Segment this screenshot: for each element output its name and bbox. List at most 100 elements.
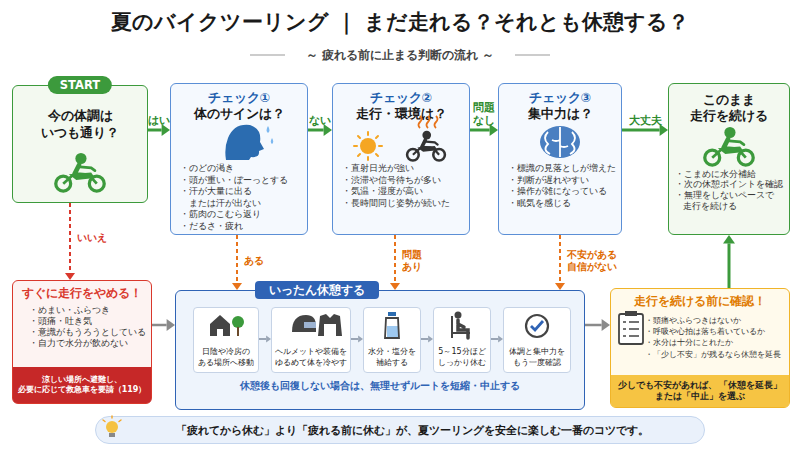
bullet-item: ・水分は十分にとれたか	[611, 337, 789, 348]
connector-line	[491, 338, 498, 340]
check-box: チェック①体のサインは？・のどの渇き・頭が重い・ぼーっとする・汗が大量に出る ま…	[170, 83, 308, 235]
tab-label: START	[48, 76, 112, 94]
edge-label: ある	[244, 255, 264, 267]
result-heading: このまま 走行を続ける	[669, 92, 789, 125]
caption-text: 「疲れてから休む」より「疲れる前に休む」が、夏ツーリングを安全に楽しむ一番のコツ…	[176, 423, 649, 438]
bullet-item: ・判断が遅れやすい	[499, 175, 621, 187]
connector-line	[470, 129, 490, 132]
bullet-item: ・だるさ・疲れ	[171, 221, 307, 233]
bullet-item: ・呼吸や心拍は落ち着いているか	[611, 326, 789, 337]
connector	[259, 336, 271, 343]
edge-label: ない	[309, 114, 331, 127]
connector-line	[152, 324, 167, 327]
edge-label: 問題 あり	[402, 249, 428, 273]
bullet-item: ・渋滞や信号待ちが多い	[333, 175, 469, 187]
connector	[390, 235, 400, 290]
bullet-item: ・自力で水分が飲めない	[13, 338, 151, 349]
arrow-head	[358, 336, 363, 343]
connector	[65, 203, 75, 280]
bullet-item: ・めまい・ふらつき	[13, 305, 151, 316]
band-text: 涼しい場所へ避難し、 必要に応じて救急車を要請（119）	[16, 375, 148, 396]
arrow-head	[428, 336, 433, 343]
check-heading: チェック③	[499, 90, 621, 106]
spacer	[333, 123, 469, 163]
spacer	[171, 123, 307, 163]
arrow-head	[602, 319, 610, 331]
result-box: このまま 走行を続ける・こまめに水分補給・次の休憩ポイントを確認・無理をしないペ…	[668, 83, 790, 235]
confirm-heading: 走行を続ける前に確認！	[611, 294, 789, 309]
connector	[555, 235, 565, 290]
bullet-item: ・頭痛やふらつきはないか	[611, 315, 789, 326]
connector	[723, 235, 735, 288]
connector-line	[351, 338, 358, 340]
bullet-item: ・頭痛・吐き気	[13, 316, 151, 327]
edge-label: はい	[148, 114, 170, 127]
connector-line	[259, 338, 266, 340]
arrow-head	[266, 336, 271, 343]
question-text: 集中力は？	[499, 106, 621, 123]
question-text: 体のサインは？	[171, 106, 307, 123]
rest-panel: いったん休憩する休憩後も回復しない場合は、無理せずルートを短縮・中止する日陰や冷…	[175, 290, 585, 410]
tab-label: いったん休憩する	[255, 281, 379, 299]
band-text: 少しでも不安があれば、 「休憩を延長」または「中止」を選ぶ	[614, 380, 786, 402]
start-box: START今の体調は いつも通り？	[12, 85, 148, 203]
step-box: 日陰や冷房の ある場所へ移動	[193, 307, 259, 373]
bullet-item: ・汗が大量に出る または汗が出ない	[171, 186, 307, 209]
alert-band: 涼しい場所へ避難し、 必要に応じて救急車を要請（119）	[13, 367, 151, 403]
edge-label: いいえ	[77, 232, 107, 244]
bullet-item: ・こまめに水分補給	[669, 169, 789, 180]
caption-bar: 「疲れてから休む」より「疲れる前に休む」が、夏ツーリングを安全に楽しむ一番のコツ…	[95, 416, 705, 444]
bullet-item: ・直射日光が強い	[333, 163, 469, 175]
bullet-item: ・操作が雑になっている	[499, 186, 621, 198]
step-box: 水分・塩分を 補給する	[363, 307, 421, 373]
connector	[351, 336, 363, 343]
bullet-item: ・「少し不安」が残るなら休憩を延長	[611, 349, 789, 360]
bullet-item: ・長時間同じ姿勢が続いた	[333, 198, 469, 210]
edge-label: 問題 なし	[471, 101, 497, 127]
bullet-item: ・標識の見落としが増えた	[499, 163, 621, 175]
step-text: 5～15分ほど しっかり休む	[435, 347, 489, 368]
bullet-item: ・次の休憩ポイントを確認	[669, 179, 789, 190]
bullet-item: ・のどの渇き	[171, 163, 307, 175]
connector-line	[394, 235, 396, 283]
connector-line	[148, 129, 162, 132]
arrow-head	[65, 273, 75, 280]
connector-line	[421, 338, 428, 340]
connector-line	[559, 235, 561, 283]
connector	[585, 319, 610, 331]
bullet-item: ・意識がもうろうとしている	[13, 327, 151, 338]
arrow-head	[555, 283, 565, 290]
arrow-head	[390, 283, 400, 290]
check-heading: チェック①	[171, 90, 307, 106]
connector-line	[69, 203, 71, 273]
connector	[421, 336, 433, 343]
spacer	[499, 123, 621, 163]
step-text: 日陰や冷房の ある場所へ移動	[195, 347, 257, 368]
edge-label: 大丈夫	[629, 114, 662, 127]
bullet-item: ・筋肉のこむら返り	[171, 209, 307, 221]
connector	[232, 235, 242, 290]
connector	[491, 336, 503, 343]
arrow-head	[232, 283, 242, 290]
connector-line	[585, 324, 602, 327]
connector-line	[308, 129, 324, 132]
edge-label: 不安がある 自信がない	[567, 249, 625, 273]
step-text: 水分・塩分を 補給する	[365, 347, 419, 368]
connector-line	[622, 129, 660, 132]
question-text: 走行・環境は？	[333, 106, 469, 123]
connector-line	[236, 235, 238, 283]
step-box: ヘルメットや装備を ゆるめて体を冷やす	[271, 307, 351, 373]
bullet-item: ・無理をしないペースで 走行を続ける	[669, 190, 789, 212]
arrow-head	[167, 319, 175, 331]
alert-heading: すぐに走行をやめる！	[13, 286, 151, 301]
check-box: チェック③集中力は？ ・標識の見落としが増えた・判断が遅れやすい・操作が雑になって…	[498, 83, 622, 235]
step-box: 体調と集中力を もう一度確認	[503, 307, 571, 373]
subtitle-text: ～ 疲れる前に止まる判断の流れ ～	[0, 47, 800, 64]
connector	[152, 319, 175, 331]
arrow-head	[723, 235, 735, 243]
alert-box: すぐに走行をやめる！ ・めまい・ふらつき・頭痛・吐き気・意識がもうろうとしている・…	[12, 280, 152, 404]
connector-line	[728, 243, 731, 288]
check-heading: チェック②	[333, 90, 469, 106]
bullet-item: ・気温・湿度が高い	[333, 186, 469, 198]
